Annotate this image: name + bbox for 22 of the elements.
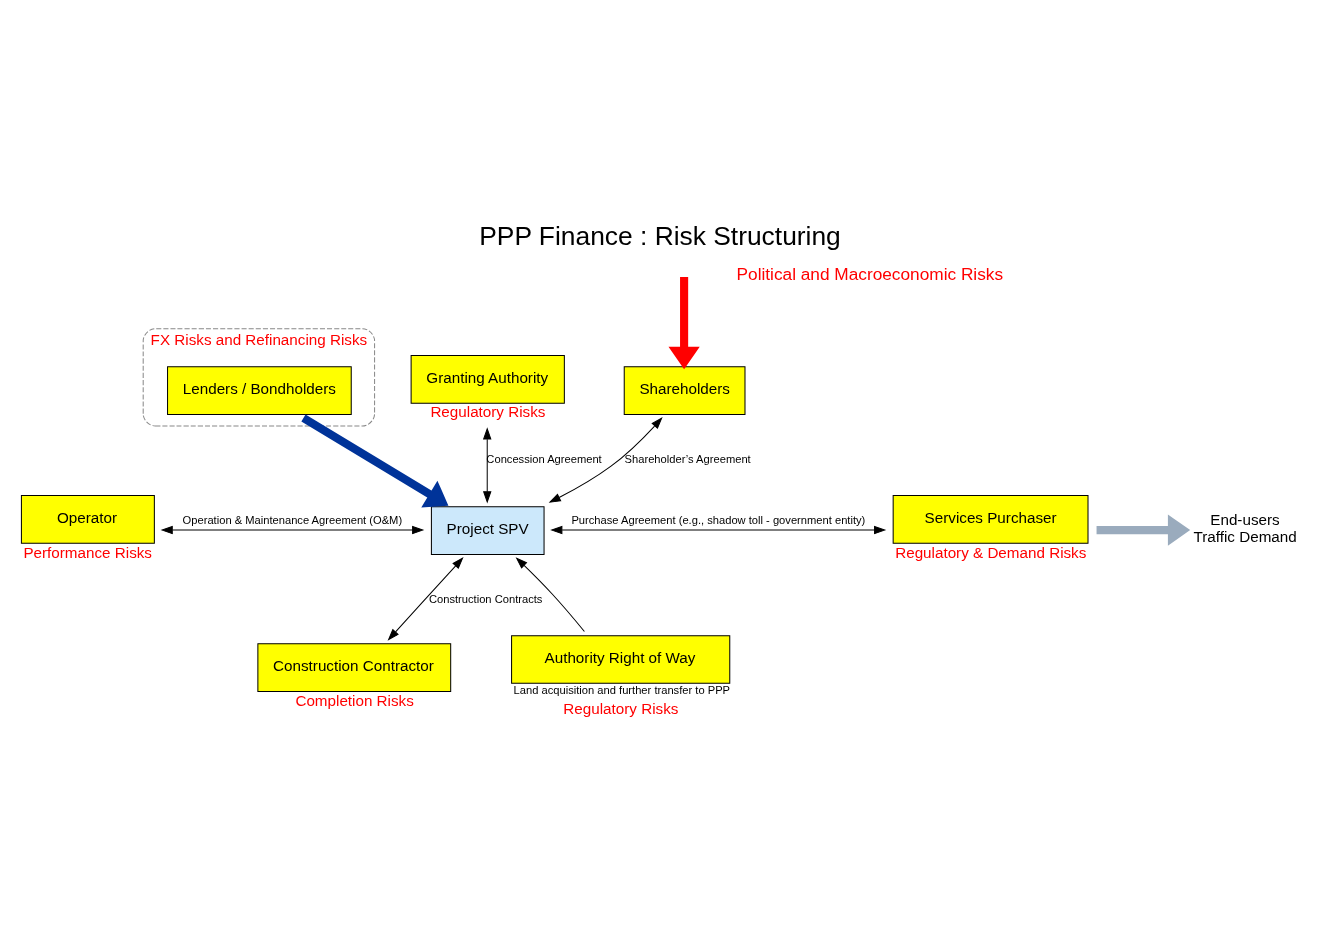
node-label: Regulatory & Demand Risks — [895, 542, 1087, 560]
arrow — [515, 556, 585, 632]
arrow — [548, 416, 663, 503]
diagram-title: PPP Finance : Risk Structuring — [479, 220, 841, 251]
edge-label: Operation & Maintenance Agreement (O&M) — [182, 513, 403, 526]
arrow — [160, 525, 425, 534]
arrow — [1096, 514, 1191, 546]
node-label: Land acquisition and further transfer to PPP — [513, 683, 731, 696]
edge-label: Shareholder’s Agreement — [624, 452, 751, 465]
arrow — [482, 426, 492, 503]
arrow — [668, 276, 700, 369]
node-text: End-users Traffic Demand — [1193, 510, 1297, 545]
arrow — [550, 525, 887, 534]
edge-label: Construction Contracts — [428, 592, 543, 605]
label: Political and Macroeconomic Risks — [736, 263, 1004, 284]
node-label: Completion Risks — [295, 691, 414, 709]
edge-label: Purchase Agreement (e.g., shadow toll - government entity) — [571, 513, 866, 526]
node-label: Performance Risks — [23, 542, 153, 560]
node-label: Regulatory Risks — [563, 699, 679, 717]
arrow — [301, 414, 449, 507]
arrow — [387, 556, 464, 641]
node-label: Regulatory Risks — [430, 402, 546, 420]
